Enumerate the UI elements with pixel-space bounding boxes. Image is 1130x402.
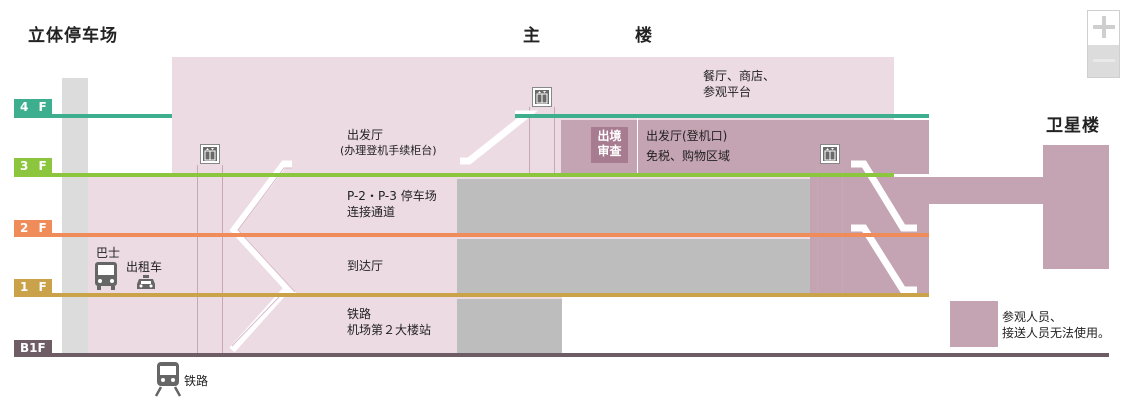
floor-line-4f — [14, 114, 172, 118]
plus-icon — [1093, 16, 1115, 38]
taxi-label: 出租车 — [126, 260, 163, 274]
restaurants-label-line1: 餐厅、商店、 — [703, 69, 776, 83]
escalator-main-left — [229, 160, 299, 353]
parking-link-label-line2: 连接通道 — [347, 205, 396, 219]
main-building-title-left: 主 — [523, 26, 541, 46]
minus-icon — [1093, 59, 1115, 62]
satellite-connector — [929, 177, 1044, 204]
escalator-center — [460, 110, 539, 165]
gray-zone-upper — [457, 179, 810, 234]
escalator-right-lower — [851, 224, 917, 294]
elevator-shaft-right — [817, 165, 843, 293]
departure-hall-label: 出发厅 — [347, 128, 384, 142]
zoom-out-button[interactable] — [1088, 45, 1119, 77]
parking-link-label-line1: P-2・P-3 停车场 — [347, 189, 437, 203]
train-label: 铁路 — [184, 374, 209, 388]
bus-icon — [95, 262, 117, 290]
gate-divider — [637, 116, 638, 174]
elevator-shaft-center — [529, 107, 555, 173]
floor-line-b1f — [14, 353, 1109, 357]
departure-gate-label: 出发厅(登机口) — [646, 129, 728, 143]
floor-label-3f: 3 F — [14, 158, 52, 175]
restaurants-label-line2: 参观平台 — [703, 85, 752, 99]
floor-line-4f-main — [515, 114, 929, 118]
escalator-right-upper — [851, 160, 917, 232]
railway-station-label-line1: 铁路 — [347, 307, 372, 321]
floor-label-4f: 4 F — [14, 99, 52, 116]
zoom-in-button[interactable] — [1088, 11, 1119, 44]
arrival-hall-label: 到达厅 — [347, 259, 384, 273]
duty-free-label: 免税、购物区域 — [646, 149, 731, 163]
bus-label: 巴士 — [96, 246, 121, 260]
elevator-icon — [820, 144, 840, 164]
elevator-shaft-left — [197, 165, 223, 353]
legend-text-line1: 参观人员、 — [1002, 310, 1063, 324]
taxi-icon — [137, 275, 155, 289]
legend-text-line2: 接送人员无法使用。 — [1002, 326, 1111, 340]
floor-line-1f — [14, 293, 929, 297]
floor-label-1f: 1 F — [14, 279, 52, 296]
parking-structure — [62, 78, 88, 353]
gray-zone-lower — [457, 299, 562, 353]
immigration-box: 出境 审查 — [591, 127, 628, 163]
satellite-title: 卫星楼 — [1046, 116, 1100, 136]
floor-label-2f: 2 F — [14, 220, 52, 237]
elevator-icon — [532, 87, 552, 107]
floor-line-2f — [14, 233, 929, 237]
elevator-icon — [200, 144, 220, 164]
railway-station-label-line2: 机场第２大楼站 — [347, 323, 432, 337]
zoom-control — [1087, 10, 1120, 78]
legend-swatch — [950, 301, 998, 347]
immigration-label-line2: 审查 — [597, 144, 622, 158]
floor-label-b1f: B1F — [14, 340, 52, 357]
parking-title: 立体停车场 — [28, 26, 118, 46]
main-building-title-right: 楼 — [635, 26, 653, 46]
satellite-building — [1043, 145, 1109, 269]
departure-hall-sublabel: (办理登机手续柜台) — [340, 144, 437, 157]
gray-zone-middle — [457, 239, 810, 293]
train-icon — [155, 362, 181, 397]
main-building-b1-right-clear — [562, 297, 929, 353]
immigration-label-line1: 出境 — [597, 129, 622, 143]
floor-line-3f — [14, 173, 894, 177]
